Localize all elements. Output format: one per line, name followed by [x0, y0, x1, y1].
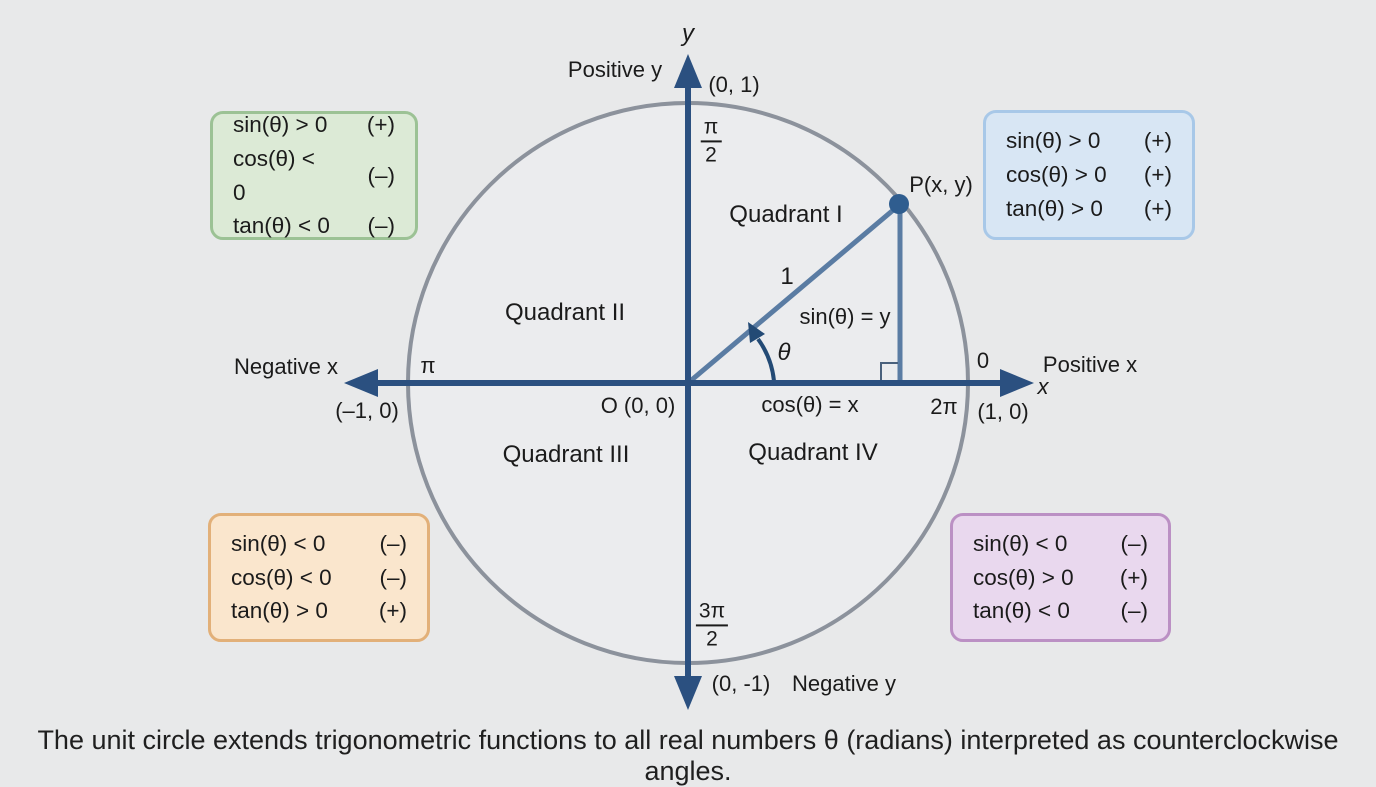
coord-0-1: (0, 1): [708, 71, 760, 97]
sign-row: sin(θ) > 0 (+): [233, 108, 395, 142]
theta-arc: [756, 337, 776, 382]
angle-pi-label: π: [420, 352, 436, 378]
sign-expr: sin(θ) < 0: [231, 530, 326, 556]
negative-x-label: Negative x: [234, 353, 338, 379]
quadrant-3-label: Quadrant III: [502, 440, 630, 468]
sign-box-quadrant-2: sin(θ) > 0 (+) cos(θ) < 0 (–) tan(θ) < 0…: [210, 111, 418, 240]
origin-label: O (0, 0): [600, 392, 676, 418]
x-axis-left-arrowhead: [344, 369, 378, 397]
sign-value: (+): [1119, 564, 1148, 590]
quadrant-2-label: Quadrant II: [504, 298, 626, 326]
angle-3pi-over-2: 3π 2: [695, 599, 729, 651]
sign-value: (–): [379, 564, 408, 590]
sign-row: sin(θ) > 0 (+): [1006, 124, 1172, 158]
sign-value: (+): [1143, 128, 1172, 154]
y-axis-down-arrowhead: [674, 676, 702, 710]
sign-row: cos(θ) > 0 (+): [1006, 158, 1172, 192]
diagram-canvas: [344, 54, 1034, 710]
radius-line: [686, 204, 900, 385]
caption-text: The unit circle extends trigonometric fu…: [37, 725, 1339, 786]
sign-expr: tan(θ) < 0: [973, 598, 1070, 624]
pi-over-2-denominator: 2: [705, 143, 717, 167]
sign-expr: sin(θ) < 0: [973, 530, 1068, 556]
3pi-over-2-numerator: 3π: [695, 599, 729, 627]
sign-row: tan(θ) < 0 (–): [973, 594, 1148, 628]
angle-pi-over-2: π 2: [700, 115, 722, 167]
sign-expr: sin(θ) > 0: [1006, 128, 1101, 154]
sign-row: sin(θ) < 0 (–): [231, 527, 407, 561]
sign-value: (+): [1143, 195, 1172, 221]
sign-value: (+): [378, 598, 407, 624]
sin-equation-label: sin(θ) = y: [799, 303, 891, 329]
coord-neg1-0: (–1, 0): [335, 397, 399, 423]
sign-box-quadrant-1: sin(θ) > 0 (+) cos(θ) > 0 (+) tan(θ) > 0…: [983, 110, 1195, 240]
sign-row: cos(θ) < 0 (–): [231, 561, 407, 595]
pi-over-2-numerator: π: [700, 115, 722, 143]
positive-x-label: Positive x: [1042, 351, 1138, 377]
theta-arc-arrowhead: [748, 322, 765, 343]
theta-label: θ: [777, 338, 791, 366]
sign-value: (–): [367, 162, 396, 188]
x-axis-letter: x: [1037, 373, 1049, 399]
sign-row: sin(θ) < 0 (–): [973, 527, 1148, 561]
sign-row: cos(θ) < 0 (–): [233, 142, 395, 210]
x-axis-right-arrowhead: [1000, 369, 1034, 397]
quadrant-1-label: Quadrant I: [729, 200, 843, 228]
sign-value: (+): [366, 112, 395, 137]
negative-y-label: Negative y: [792, 670, 896, 696]
y-axis-letter: y: [682, 19, 694, 47]
sign-expr: sin(θ) > 0: [233, 112, 328, 137]
cos-equation-label: cos(θ) = x: [761, 391, 859, 417]
quadrant-4-label: Quadrant IV: [748, 438, 878, 466]
sign-value: (+): [1143, 162, 1172, 188]
positive-y-label: Positive y: [567, 56, 663, 82]
coord-1-0: (1, 0): [977, 398, 1029, 424]
sign-box-quadrant-4: sin(θ) < 0 (–) cos(θ) > 0 (+) tan(θ) < 0…: [950, 513, 1171, 642]
sign-expr: tan(θ) < 0: [233, 213, 330, 239]
sign-box-quadrant-3: sin(θ) < 0 (–) cos(θ) < 0 (–) tan(θ) > 0…: [208, 513, 430, 642]
sign-expr: cos(θ) > 0: [1006, 162, 1107, 188]
sign-expr: cos(θ) < 0: [233, 145, 315, 205]
sign-row: tan(θ) > 0 (+): [231, 594, 407, 628]
sign-expr: tan(θ) > 0: [231, 598, 328, 624]
right-angle-marker: [880, 362, 898, 381]
angle-2pi-label: 2π: [930, 393, 958, 419]
unit-circle-diagram: y Positive y (0, 1) π 2 Negative x π (–1…: [37, 19, 1338, 786]
point-p-dot: [889, 194, 909, 214]
y-axis-up-arrowhead: [674, 54, 702, 88]
sign-expr: cos(θ) > 0: [973, 564, 1074, 590]
point-p-label: P(x, y): [909, 171, 973, 197]
sign-row: tan(θ) < 0 (–): [233, 209, 395, 243]
sign-value: (–): [367, 213, 396, 239]
coord-0-neg1: (0, -1): [711, 670, 771, 696]
sign-value: (–): [1120, 530, 1149, 556]
sign-expr: tan(θ) > 0: [1006, 195, 1103, 221]
radius-one-label: 1: [780, 262, 794, 290]
sign-row: tan(θ) > 0 (+): [1006, 192, 1172, 226]
sign-expr: cos(θ) < 0: [231, 564, 332, 590]
3pi-over-2-denominator: 2: [706, 627, 718, 651]
sign-value: (–): [1120, 598, 1149, 624]
sign-row: cos(θ) > 0 (+): [973, 561, 1148, 595]
angle-zero-label: 0: [976, 347, 990, 373]
sign-value: (–): [379, 530, 408, 556]
